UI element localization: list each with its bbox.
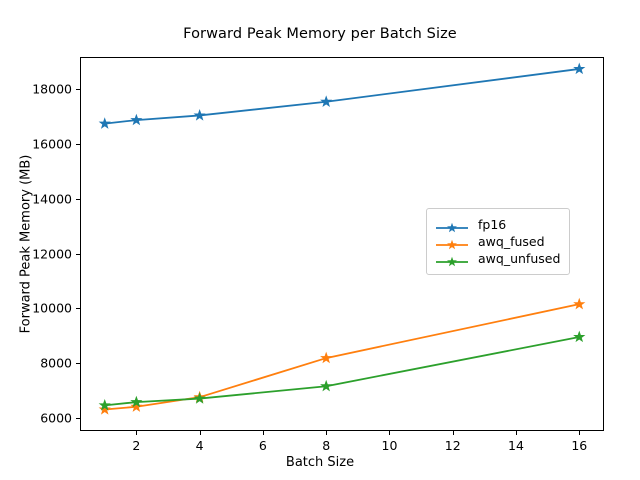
legend-item-awq_fused: awq_fused [435,233,560,250]
x-tick-label: 4 [195,438,204,453]
series-awq_fused [98,297,586,415]
plot-area [80,57,604,431]
data-point-marker [320,379,333,392]
y-tick-label: 6000 [40,410,72,426]
x-tick-mark [516,431,517,435]
y-tick-label: 16000 [32,136,72,152]
series-line [104,303,580,411]
y-tick-label: 8000 [40,355,72,371]
x-tick-mark [199,431,201,435]
x-tick-label: 10 [381,438,398,453]
data-point-marker [98,403,111,415]
data-point-marker [320,351,333,364]
legend: fp16 awq_fused awq_unfused [426,208,571,275]
y-tick-mark [76,417,80,419]
legend-label: awq_unfused [478,251,561,266]
legend-line-sample [435,253,469,266]
x-tick-mark [389,431,391,435]
x-tick-mark [136,431,138,435]
data-point-marker [573,62,586,75]
y-tick-label: 14000 [32,191,72,207]
series-fp16 [98,62,586,129]
x-tick-label: 14 [508,438,524,453]
legend-label: fp16 [478,217,507,232]
y-tick-mark [76,253,80,255]
y-tick-label: 12000 [32,246,72,262]
data-point-marker [193,392,206,404]
x-tick-label: 8 [322,438,331,453]
data-point-marker [320,95,333,107]
series-awq_unfused [98,330,586,411]
chart-title: Forward Peak Memory per Batch Size [183,26,457,42]
x-tick-label: 2 [132,438,141,453]
data-point-marker [98,398,111,411]
x-tick-mark [262,431,264,435]
legend-line-sample [435,219,469,232]
data-point-marker [130,395,143,408]
y-tick-mark [76,89,80,91]
legend-item-awq_unfused: awq_unfused [435,250,560,267]
data-point-marker [130,113,143,126]
y-tick-label: 18000 [32,81,72,97]
plot-lines [98,62,586,415]
y-tick-mark [76,362,80,364]
x-tick-label: 12 [444,438,461,453]
y-tick-mark [76,198,80,200]
legend-item-fp16: fp16 [435,216,560,233]
data-point-marker [130,400,143,412]
x-tick-mark [579,431,581,435]
series-line [104,68,580,125]
legend-label: awq_fused [478,234,545,249]
legend-line-sample [435,236,469,249]
x-tick-mark [326,431,328,435]
series-line [104,336,580,407]
y-tick-mark [76,308,80,310]
y-tick-label: 10000 [32,300,72,316]
x-tick-mark [452,431,454,435]
data-point-marker [98,117,111,129]
data-point-marker [573,330,586,343]
x-tick-label: 16 [571,438,588,453]
data-point-marker [573,297,586,310]
x-axis-label: Batch Size [285,455,355,470]
data-point-marker [193,109,206,121]
y-tick-mark [76,144,80,146]
x-tick-label: 6 [258,438,267,453]
